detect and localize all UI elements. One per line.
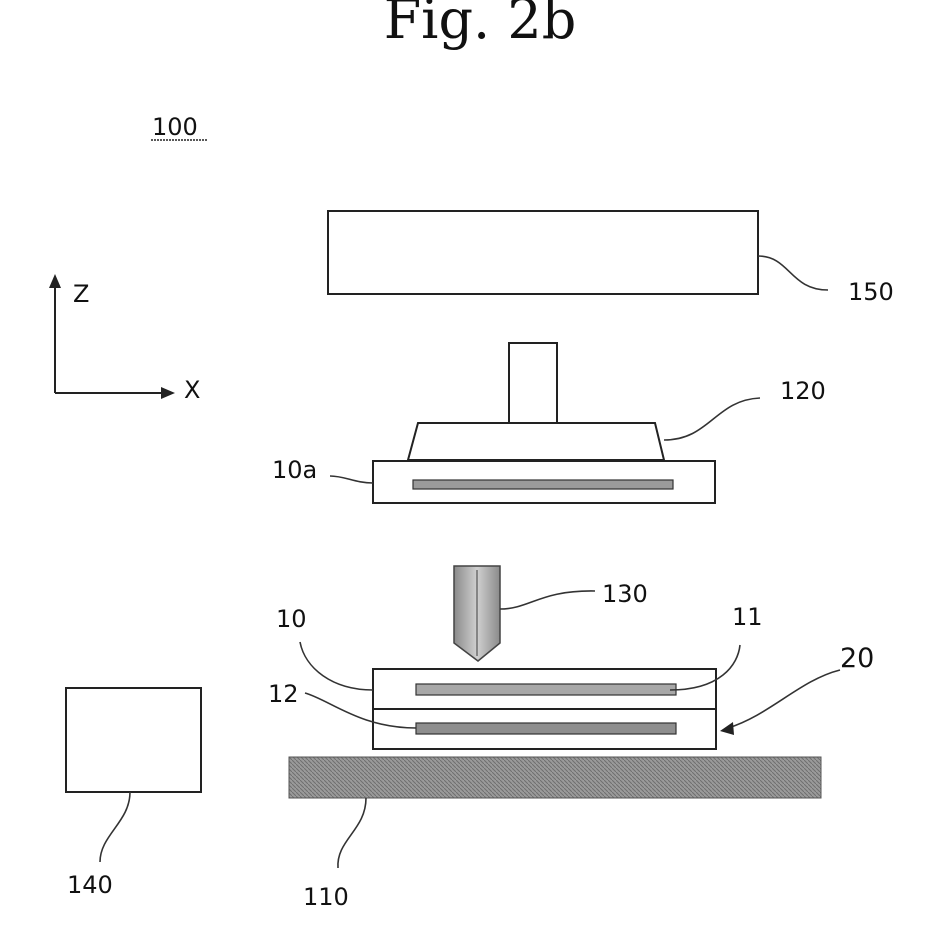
leader-20 (728, 670, 840, 728)
leader-130 (500, 591, 595, 609)
layer-stack (373, 669, 716, 749)
x-arrowhead-icon (161, 387, 175, 399)
label-110: 110 (303, 883, 349, 911)
leader-140 (100, 792, 130, 862)
tool (454, 566, 500, 661)
label-12: 12 (268, 680, 299, 708)
label-11: 11 (732, 603, 763, 631)
stage (289, 757, 821, 798)
arrowhead-20-icon (720, 722, 734, 735)
label-120: 120 (780, 377, 826, 405)
label-140: 140 (67, 871, 113, 899)
head-assembly (408, 343, 664, 460)
axes: Z X (49, 274, 200, 404)
z-arrowhead-icon (49, 274, 61, 288)
controller-unit (66, 688, 201, 792)
label-130: 130 (602, 580, 648, 608)
display-unit (328, 211, 758, 294)
figure-title: Fig. 2b (384, 0, 577, 51)
leader-10 (300, 642, 373, 690)
electrode-12 (416, 723, 676, 734)
leader-120 (664, 398, 760, 440)
z-axis-label: Z (73, 280, 89, 308)
top-layer (373, 461, 715, 503)
label-150: 150 (848, 278, 894, 306)
x-axis-label: X (184, 376, 200, 404)
leader-150 (758, 256, 828, 290)
label-10a: 10a (272, 456, 317, 484)
leader-110 (338, 798, 366, 868)
label-10: 10 (276, 605, 307, 633)
electrode-11 (416, 684, 676, 695)
leader-10a (330, 476, 373, 483)
label-20: 20 (840, 643, 874, 674)
system-label: 100 (152, 113, 198, 141)
